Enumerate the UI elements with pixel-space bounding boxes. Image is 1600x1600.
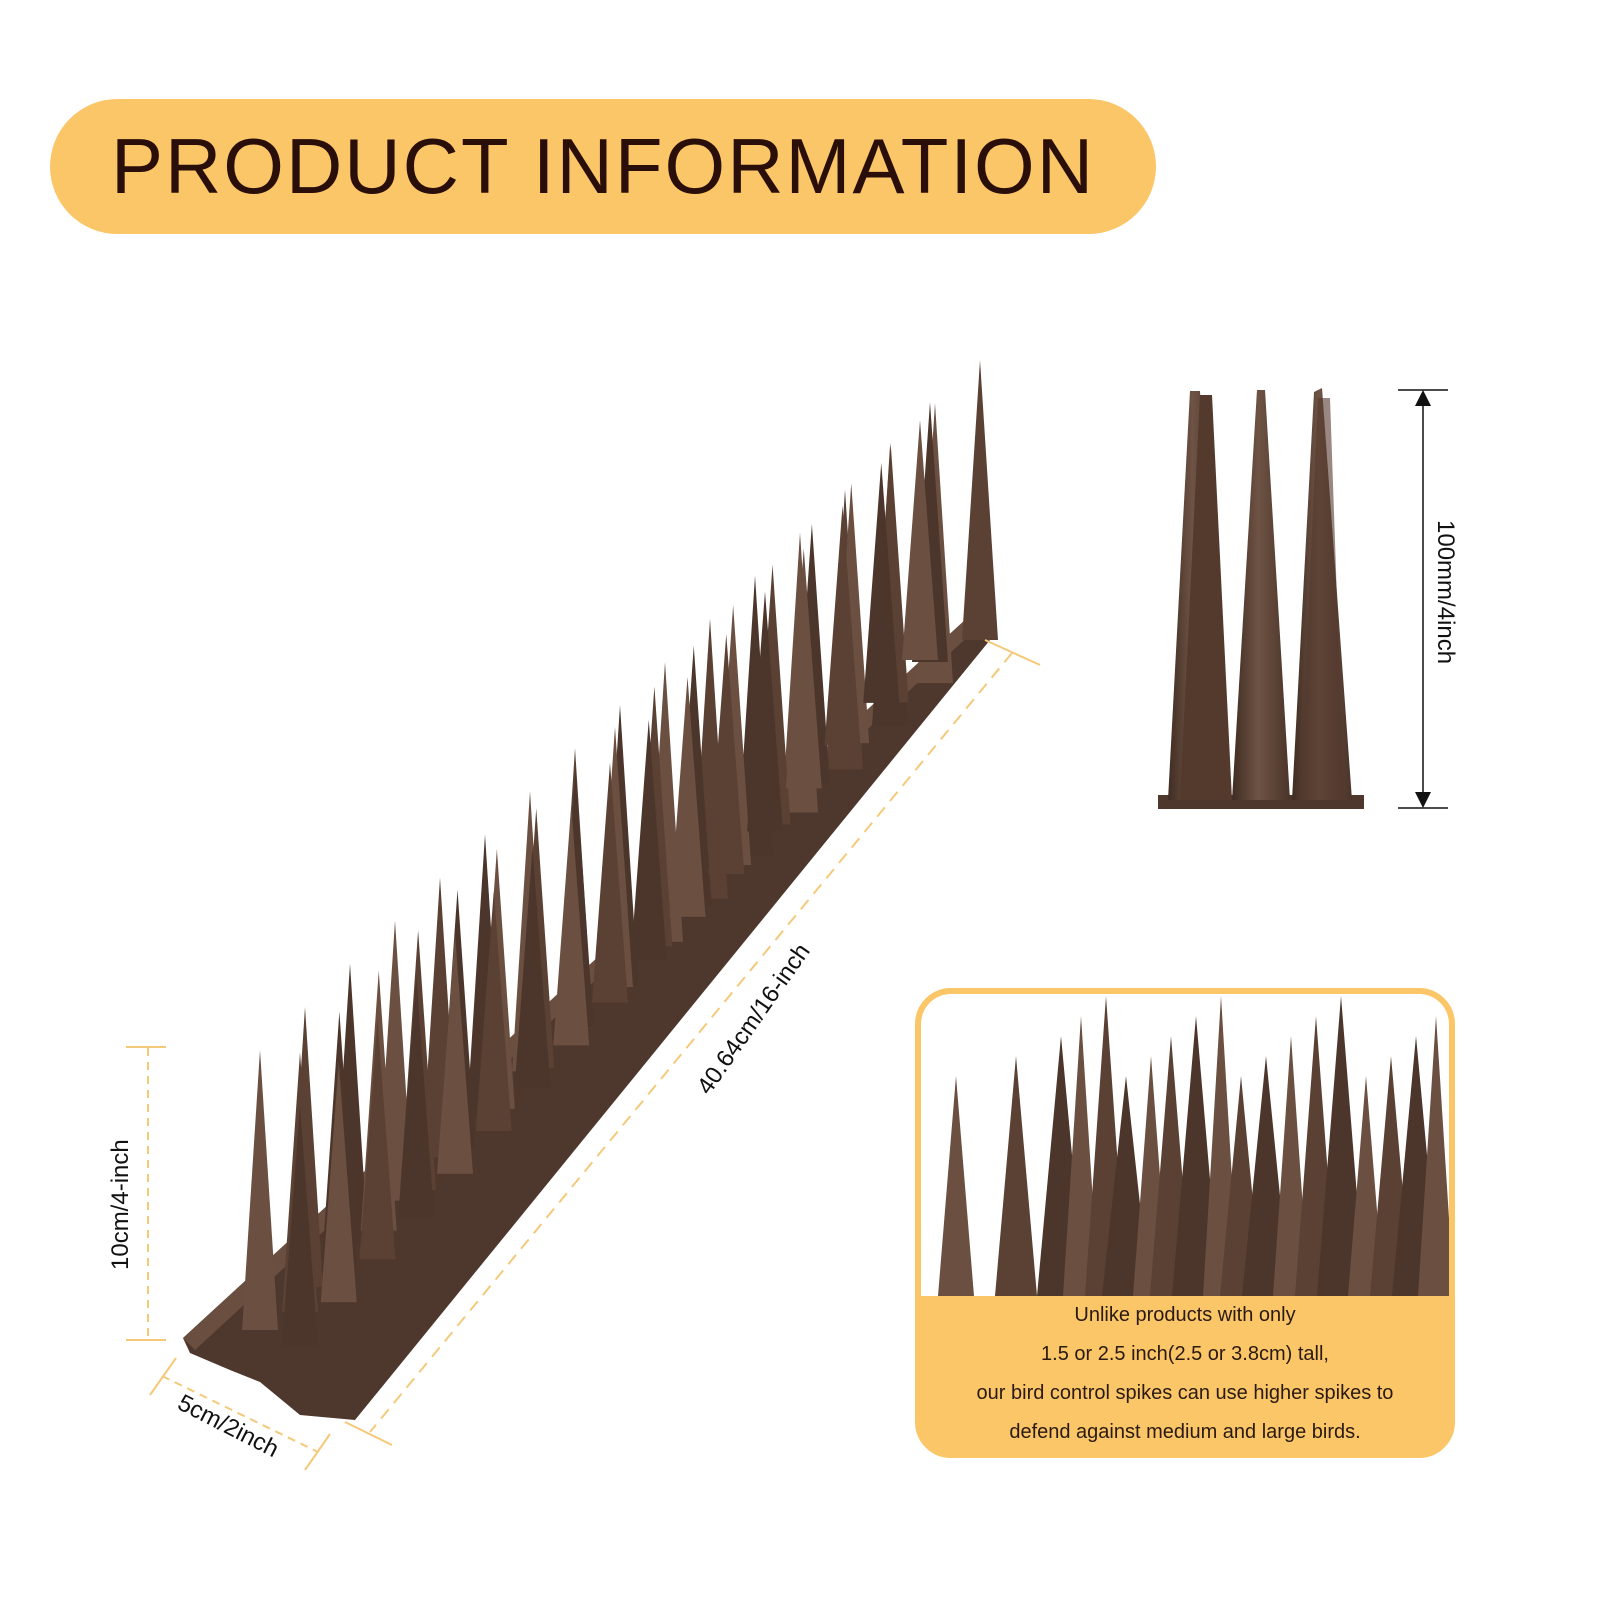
closeup-spikes (938, 996, 1449, 1296)
spike-50 (902, 420, 938, 660)
spike-44 (669, 676, 706, 917)
info-callout: Unlike products with only 1.5 or 2.5 inc… (915, 988, 1455, 1458)
spike-45 (708, 634, 745, 875)
info-line-4: defend against medium and large birds. (1009, 1421, 1361, 1443)
title-banner: PRODUCT INFORMATION (50, 99, 1156, 234)
info-line-1: Unlike products with only (1074, 1304, 1296, 1326)
side-spike-left-back (1180, 395, 1232, 800)
info-line-3: our bird control spikes can use higher s… (976, 1382, 1394, 1404)
info-text-block: Unlike products with only 1.5 or 2.5 inc… (921, 1296, 1449, 1452)
closeup-spike-1 (995, 1056, 1037, 1296)
height-side-label: 100mm/4inch (1432, 520, 1459, 664)
side-view-image (1158, 388, 1364, 809)
closeup-spike-18 (1418, 1016, 1449, 1296)
spike-35 (320, 1062, 357, 1303)
main-spike-strip-image (183, 360, 998, 1420)
spike-16 (962, 360, 998, 640)
spike-38 (437, 933, 473, 1174)
spike-42 (592, 762, 628, 1003)
side-spike-center (1232, 390, 1290, 800)
spike-40 (514, 848, 551, 1089)
spike-49 (863, 462, 900, 703)
height-dimension-side: 100mm/4inch (1398, 389, 1459, 809)
closeup-photo (921, 994, 1449, 1296)
spike-48 (824, 505, 861, 746)
spike-43 (630, 719, 667, 960)
page-title: PRODUCT INFORMATION (110, 122, 1096, 210)
closeup-spike-14 (1317, 996, 1365, 1296)
spike-47 (785, 548, 822, 789)
main-spikes (242, 360, 998, 1345)
height-dimension-main: 10cm/4-inch (107, 1046, 166, 1341)
info-line-2: 1.5 or 2.5 inch(2.5 or 3.8cm) tall, (1041, 1343, 1329, 1365)
spike-46 (747, 591, 783, 832)
spike-41 (553, 805, 590, 1046)
spike-34 (282, 1105, 318, 1345)
side-spike-right-back (1300, 398, 1344, 800)
closeup-spike-0 (938, 1076, 974, 1296)
spike-37 (398, 976, 435, 1217)
spike-36 (359, 1019, 396, 1260)
spike-0 (242, 1050, 278, 1330)
height-main-label: 10cm/4-inch (107, 1139, 134, 1270)
spike-39 (475, 890, 512, 1131)
